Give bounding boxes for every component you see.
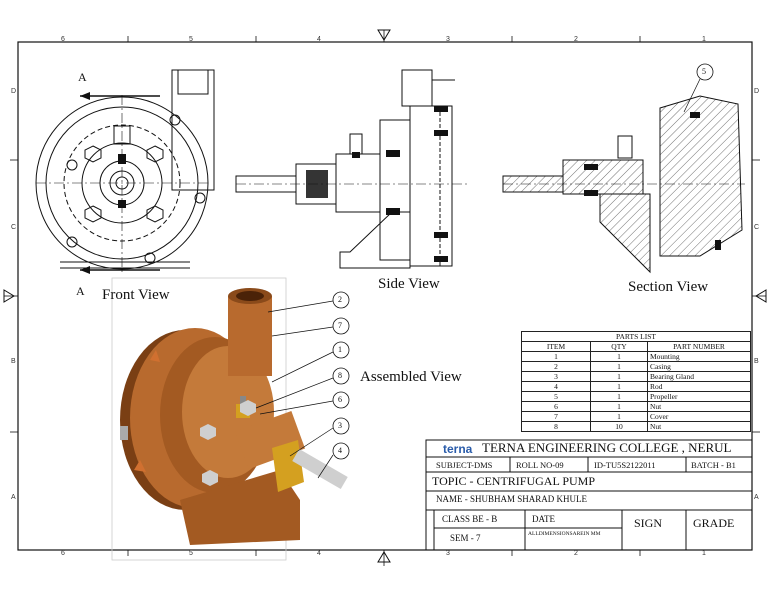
section-marker-bottom: A xyxy=(76,284,85,298)
part-name: Mounting xyxy=(647,351,751,362)
parts-list-title: PARTS LIST xyxy=(521,331,751,342)
sign-field: SIGN xyxy=(634,516,663,530)
roll-field: ROLL NO-09 xyxy=(516,460,564,470)
zone-col-label: 3 xyxy=(446,36,450,43)
front-view-drawing xyxy=(35,69,215,275)
balloon-number: 1 xyxy=(338,345,342,354)
part-name: Casing xyxy=(647,361,751,372)
section-view-label: Section View xyxy=(628,279,709,295)
zone-row-label: B xyxy=(11,358,16,365)
batch-field: BATCH - B1 xyxy=(691,460,736,470)
id-field: ID-TU5S2122011 xyxy=(594,460,656,470)
parts-header-item: ITEM xyxy=(521,341,591,352)
zone-col-label: 2 xyxy=(574,550,578,557)
balloon-number: 2 xyxy=(338,295,342,304)
part-qty: 1 xyxy=(590,381,648,392)
zone-row-label: B xyxy=(754,358,759,365)
zone-col-label: 1 xyxy=(702,36,706,43)
part-name: Bearing Gland xyxy=(647,371,751,382)
part-qty: 1 xyxy=(590,391,648,402)
balloon-leaders xyxy=(255,78,701,479)
sem-field: SEM - 7 xyxy=(450,533,481,543)
part-qty: 1 xyxy=(590,411,648,422)
part-item: 8 xyxy=(521,421,591,432)
balloon-number: 7 xyxy=(338,321,342,330)
college-name: TERNA ENGINEERING COLLEGE , NERUL xyxy=(482,440,732,455)
title-block-grid xyxy=(425,439,753,551)
zone-row-label: C xyxy=(11,224,17,231)
part-name: Nut xyxy=(647,401,751,412)
zone-row-label: C xyxy=(754,224,760,231)
zone-row-label: A xyxy=(754,494,759,501)
part-name: Cover xyxy=(647,411,751,422)
college-logo: terna xyxy=(443,442,473,456)
zone-col-label: 2 xyxy=(574,36,578,43)
balloon-number: 4 xyxy=(338,446,342,455)
balloon-circles xyxy=(332,63,714,460)
front-view-arrows xyxy=(80,92,126,274)
name-field: NAME - SHUBHAM SHARAD KHULE xyxy=(436,494,588,504)
part-item: 7 xyxy=(521,411,591,422)
part-item: 6 xyxy=(521,401,591,412)
assembled-view-drawing xyxy=(111,277,348,561)
part-name: Propeller xyxy=(647,391,751,402)
zone-row-label: D xyxy=(754,88,760,95)
zone-col-label: 4 xyxy=(317,550,321,557)
zone-col-label: 6 xyxy=(61,36,65,43)
assembled-view-label: Assembled View xyxy=(360,369,462,385)
zone-row-label: A xyxy=(11,494,16,501)
part-item: 4 xyxy=(521,381,591,392)
part-qty: 1 xyxy=(590,351,648,362)
balloon-number: 5 xyxy=(702,67,706,76)
zone-col-label: 5 xyxy=(189,550,193,557)
parts-header-qty: QTY xyxy=(590,341,648,352)
date-field: DATE xyxy=(532,514,555,524)
dimensions-note: ALLDIMENSIONSAREIN MM xyxy=(528,531,601,537)
zone-col-label: 5 xyxy=(189,36,193,43)
part-qty: 1 xyxy=(590,401,648,412)
zone-col-label: 3 xyxy=(446,550,450,557)
zone-col-label: 6 xyxy=(61,550,65,557)
zone-col-label: 4 xyxy=(317,36,321,43)
parts-header-part: PART NUMBER xyxy=(647,341,751,352)
front-view-label: Front View xyxy=(102,287,170,303)
part-name: Nut xyxy=(647,421,751,432)
side-view-fills xyxy=(306,106,448,262)
side-view-label: Side View xyxy=(378,276,440,292)
section-view-drawing xyxy=(502,95,745,274)
part-item: 2 xyxy=(521,361,591,372)
part-item: 5 xyxy=(521,391,591,402)
part-item: 3 xyxy=(521,371,591,382)
zone-row-label: D xyxy=(11,88,17,95)
zone-col-label: 1 xyxy=(702,550,706,557)
balloon-number: 6 xyxy=(338,395,342,404)
section-view-fills xyxy=(584,112,721,250)
part-qty: 1 xyxy=(590,361,648,372)
part-name: Rod xyxy=(647,381,751,392)
side-view-drawing xyxy=(235,69,470,269)
balloon-number: 8 xyxy=(338,371,342,380)
part-item: 1 xyxy=(521,351,591,362)
class-field: CLASS BE - B xyxy=(442,514,498,524)
part-qty: 1 xyxy=(590,371,648,382)
balloon-number: 3 xyxy=(338,421,342,430)
centring-marks xyxy=(3,29,767,563)
subject-field: SUBJECT-DMS xyxy=(436,460,493,470)
topic-field: TOPIC - CENTRIFUGAL PUMP xyxy=(432,474,596,488)
part-qty: 10 xyxy=(590,421,648,432)
grade-field: GRADE xyxy=(693,516,735,530)
section-marker-top: A xyxy=(78,70,87,84)
